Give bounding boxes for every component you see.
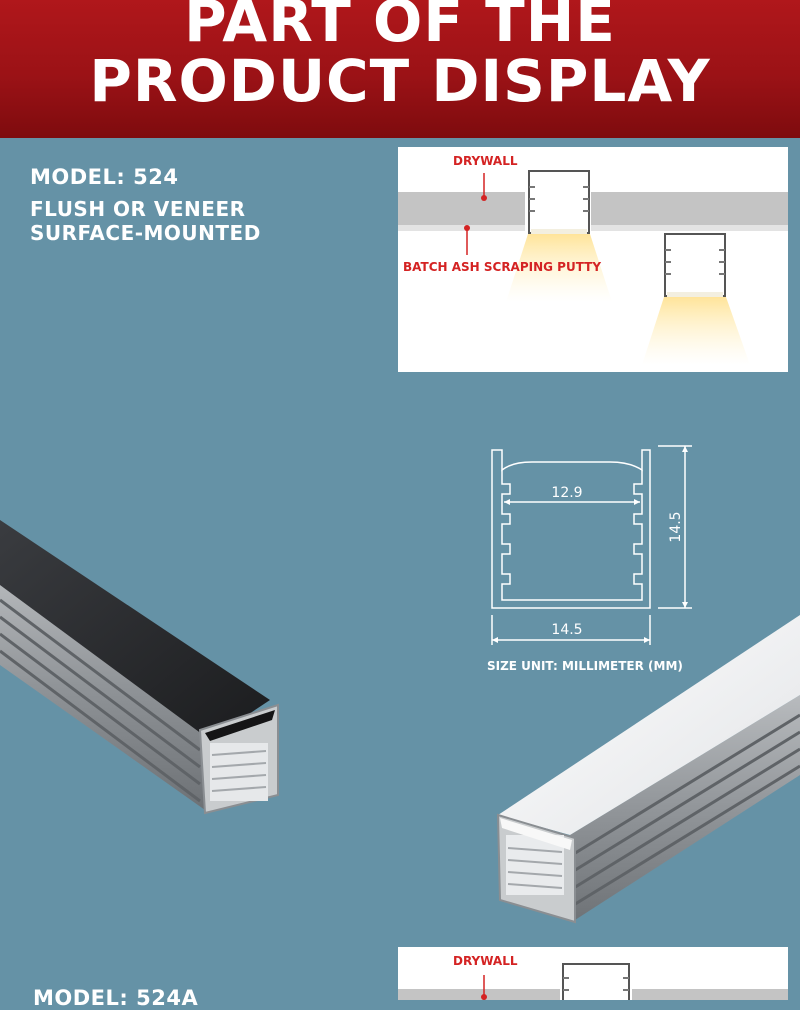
banner-title-line-1: PART OF THE xyxy=(184,0,616,55)
drywall-band xyxy=(398,192,788,225)
drywall-label: DRYWALL xyxy=(453,154,518,168)
header-banner: PART OF THE PRODUCT DISPLAY xyxy=(0,0,800,138)
installation-diagram-panel: DRYWALL BATCH ASH SCRAPING PUTTY xyxy=(398,147,788,372)
installation-diagram-panel-2: DRYWALL xyxy=(398,947,788,1000)
size-unit-note: SIZE UNIT: MILLIMETER (MM) xyxy=(487,659,683,673)
putty-label: BATCH ASH SCRAPING PUTTY xyxy=(403,260,602,274)
profile-outline xyxy=(491,449,651,609)
putty-layer xyxy=(398,225,788,231)
model-524-desc-line-1: FLUSH OR VENEER xyxy=(30,197,246,221)
drywall-label-2: DRYWALL xyxy=(453,954,518,968)
profile-white-cover-image xyxy=(496,615,800,924)
cross-section-dimension-drawing: 12.9 14.5 14.5 xyxy=(491,445,692,645)
outer-width-value: 14.5 xyxy=(551,622,582,638)
recess-cutout xyxy=(525,171,591,231)
surface-profile xyxy=(664,233,726,297)
banner-title-line-2: PRODUCT DISPLAY xyxy=(89,47,711,115)
installation-diagram-2 xyxy=(398,963,788,1000)
model-524-desc-line-2: SURFACE-MOUNTED xyxy=(30,221,261,245)
light-beam-2 xyxy=(642,297,750,365)
drywall-pointer-dot xyxy=(481,195,487,201)
installation-diagram xyxy=(398,170,788,365)
height-value: 14.5 xyxy=(668,511,684,542)
profile-black-cover-image xyxy=(0,520,279,815)
model-524a-title: MODEL: 524A xyxy=(33,986,199,1010)
inner-width-value: 12.9 xyxy=(551,485,582,501)
light-beam-1 xyxy=(506,234,612,302)
model-524-title: MODEL: 524 xyxy=(30,165,179,189)
